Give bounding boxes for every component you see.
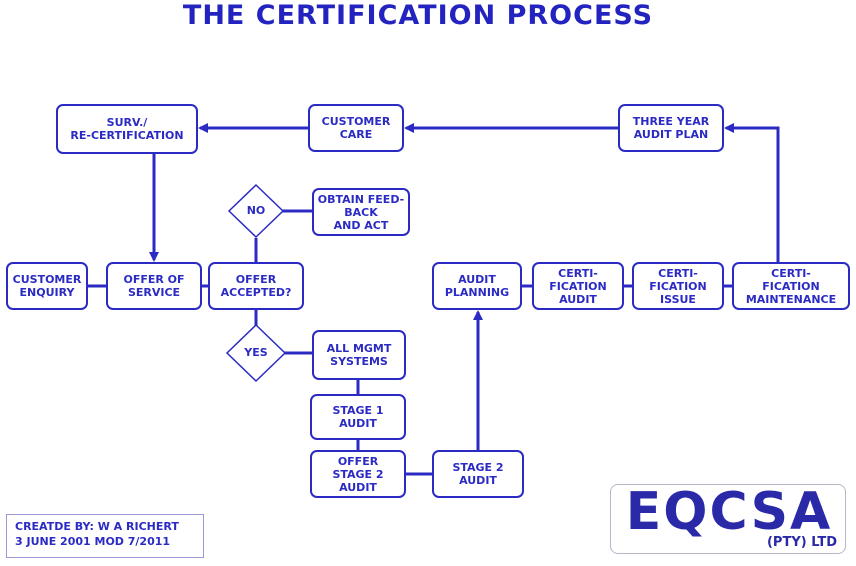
decision-no-label: NO xyxy=(246,204,266,217)
decision-yes-label: YES xyxy=(244,346,268,359)
author-credit: CREATDE BY: W A RICHERT 3 JUNE 2001 MOD … xyxy=(6,514,204,558)
arrow-maintenance-to-three-year xyxy=(724,123,780,262)
credit-line-2: 3 JUNE 2001 MOD 7/2011 xyxy=(15,535,171,548)
offer-of-service-box: OFFER OF SERVICE xyxy=(106,262,202,310)
offer-stage-2-audit-box: OFFER STAGE 2 AUDIT xyxy=(310,450,406,498)
logo-sub-text: (PTY) LTD xyxy=(766,535,837,550)
credit-line-1: CREATDE BY: W A RICHERT xyxy=(15,520,179,533)
page-title: THE CERTIFICATION PROCESS xyxy=(182,0,654,31)
three-year-audit-plan-box: THREE YEAR AUDIT PLAN xyxy=(618,104,724,152)
audit-planning-box: AUDIT PLANNING xyxy=(432,262,522,310)
certification-issue-box: CERTI- FICATION ISSUE xyxy=(632,262,724,310)
all-mgmt-systems-box: ALL MGMT SYSTEMS xyxy=(312,330,406,380)
certification-audit-box: CERTI- FICATION AUDIT xyxy=(532,262,624,310)
surv-recertification-box: SURV./ RE-CERTIFICATION xyxy=(56,104,198,154)
offer-accepted-box: OFFER ACCEPTED? xyxy=(208,262,304,310)
stage-2-audit-box: STAGE 2 AUDIT xyxy=(432,450,524,498)
obtain-feedback-box: OBTAIN FEED- BACK AND ACT xyxy=(312,188,410,236)
customer-care-box: CUSTOMER CARE xyxy=(308,104,404,152)
certification-maintenance-box: CERTI- FICATION MAINTENANCE xyxy=(732,262,850,310)
customer-enquiry-box: CUSTOMER ENQUIRY xyxy=(6,262,88,310)
decision-no-diamond xyxy=(227,183,285,239)
stage-1-audit-box: STAGE 1 AUDIT xyxy=(310,394,406,440)
decision-yes-diamond xyxy=(225,323,287,383)
logo-main-text: EQCSA xyxy=(625,482,833,542)
eqcsa-logo: EQCSA (PTY) LTD xyxy=(610,484,846,554)
